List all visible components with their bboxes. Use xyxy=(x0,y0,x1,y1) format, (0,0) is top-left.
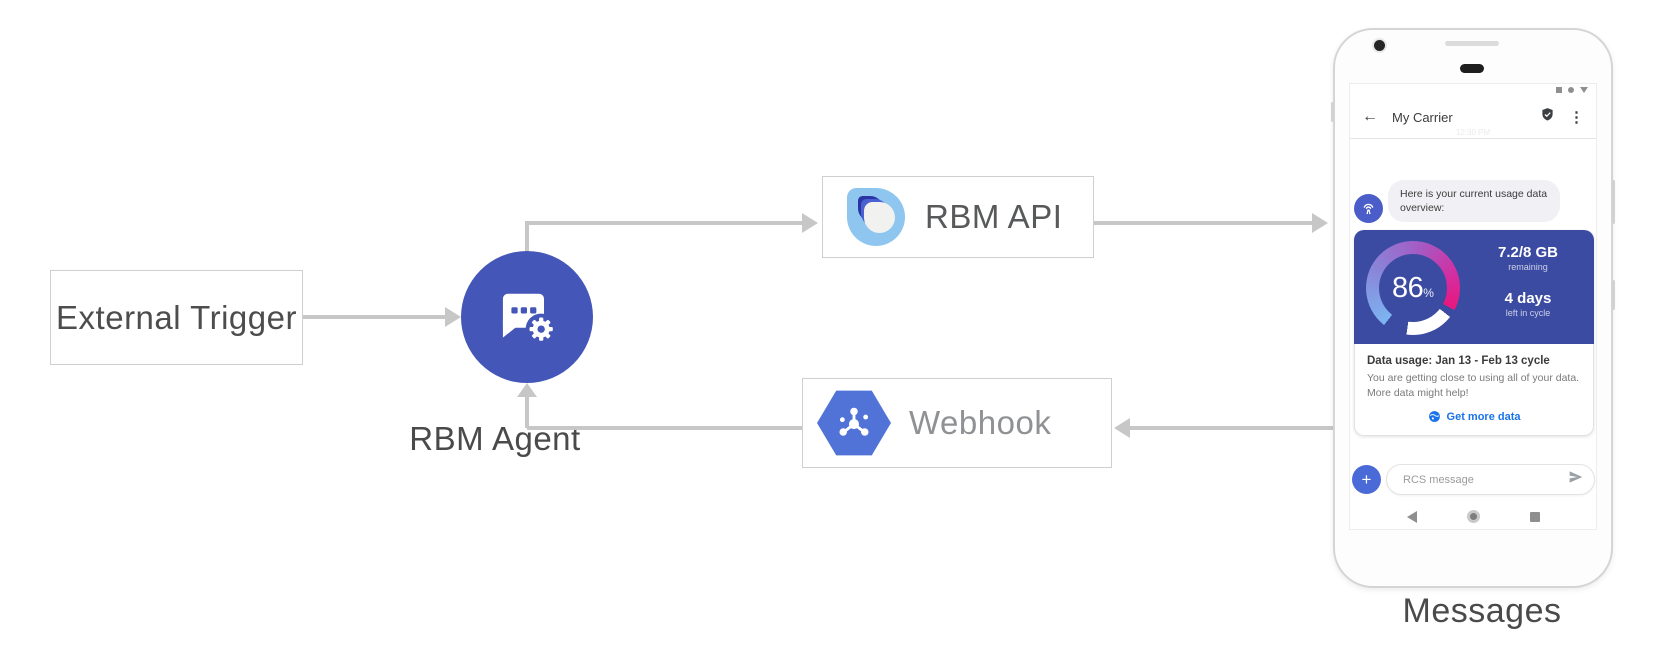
phone-side-button xyxy=(1331,102,1334,122)
message-timestamp: 12:30 PM xyxy=(1455,128,1491,137)
conversation-title: My Carrier xyxy=(1392,109,1453,125)
days-left-value: 4 days xyxy=(1504,290,1552,307)
phone-screen: ← My Carrier ⋮ 12:30 PM xyxy=(1349,83,1597,530)
overflow-menu-icon[interactable]: ⋮ xyxy=(1569,109,1584,126)
usage-card-text: You are getting close to using all of yo… xyxy=(1367,372,1580,399)
send-icon[interactable] xyxy=(1568,469,1584,490)
nav-home-button[interactable] xyxy=(1466,510,1480,523)
get-more-data-button[interactable]: Get more data xyxy=(1367,410,1581,423)
attach-plus-button[interactable]: + xyxy=(1352,465,1381,494)
usage-gauge: 86 % xyxy=(1366,241,1460,335)
chat-gear-icon xyxy=(493,281,561,354)
phone-speaker-bar xyxy=(1445,41,1499,46)
rbm-api-box: RBM API xyxy=(822,176,1094,258)
phone-camera xyxy=(1374,40,1385,51)
rbm-api-logo-icon xyxy=(847,188,905,246)
back-arrow-icon[interactable]: ← xyxy=(1362,108,1378,125)
external-trigger-box: External Trigger xyxy=(50,270,303,365)
status-icon-square xyxy=(1556,87,1562,93)
data-remaining-label: remaining xyxy=(1508,262,1548,272)
verified-shield-icon xyxy=(1540,107,1555,127)
arrowhead-trigger-to-agent xyxy=(445,307,461,327)
usage-rich-card: 86 % 7.2/8 GB remaining 4 days left in c… xyxy=(1354,230,1594,437)
arrowhead-api-to-phone xyxy=(1312,213,1328,233)
usage-card-header: 86 % 7.2/8 GB remaining 4 days left in c… xyxy=(1354,230,1594,344)
webhook-label: Webhook xyxy=(909,404,1052,441)
nav-back-button[interactable] xyxy=(1406,510,1417,523)
connector-api-to-phone xyxy=(1094,221,1312,225)
rcs-message-input[interactable] xyxy=(1401,472,1568,487)
phone-volume-button xyxy=(1612,180,1615,224)
messages-caption: Messages xyxy=(1402,592,1562,630)
phone-power-button xyxy=(1612,280,1615,310)
connector-phone-to-webhook xyxy=(1130,426,1333,430)
rbm-api-label: RBM API xyxy=(925,198,1063,235)
days-left-label: left in cycle xyxy=(1505,308,1551,318)
status-icon-triangle xyxy=(1580,87,1588,93)
pubsub-hexagon-icon xyxy=(817,390,891,456)
usage-percent-unit: % xyxy=(1423,286,1434,300)
status-bar xyxy=(1556,87,1588,93)
globe-icon xyxy=(1428,411,1440,423)
connector-agent-up xyxy=(525,221,529,251)
usage-percent: 86 xyxy=(1392,271,1424,304)
connector-webhook-up xyxy=(525,397,529,428)
phone-mockup: ← My Carrier ⋮ 12:30 PM xyxy=(1331,28,1615,588)
data-remaining-value: 7.2/8 GB xyxy=(1497,244,1559,261)
connector-trigger-to-agent xyxy=(303,315,445,319)
get-more-data-label: Get more data xyxy=(1446,410,1521,423)
usage-card-body: Data usage: Jan 13 - Feb 13 cycle You ar… xyxy=(1354,344,1594,437)
agent-message-bubble: Here is your current usage data overview… xyxy=(1388,180,1560,223)
connector-webhook-to-agent xyxy=(527,426,802,430)
status-icon-circle xyxy=(1568,87,1574,93)
connector-agent-to-api xyxy=(525,221,802,225)
chat-header: ← My Carrier ⋮ xyxy=(1350,96,1596,139)
webhook-box: Webhook xyxy=(802,378,1112,468)
phone-earpiece xyxy=(1460,64,1484,73)
usage-card-title: Data usage: Jan 13 - Feb 13 cycle xyxy=(1367,355,1550,367)
arrowhead-phone-to-webhook xyxy=(1114,418,1130,438)
compose-bar xyxy=(1386,464,1595,495)
android-navbar xyxy=(1350,502,1596,529)
nav-recents-button[interactable] xyxy=(1529,511,1540,522)
carrier-avatar xyxy=(1354,194,1383,223)
arrowhead-webhook-to-agent xyxy=(517,383,537,397)
rbm-agent-node xyxy=(461,251,593,383)
external-trigger-label: External Trigger xyxy=(56,298,297,336)
arrowhead-agent-to-api xyxy=(802,213,818,233)
